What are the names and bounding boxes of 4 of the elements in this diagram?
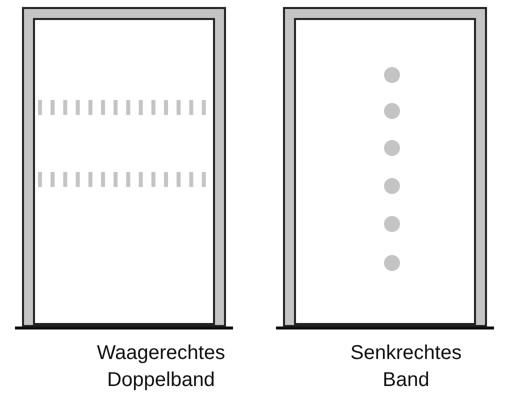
node-label: Senkrechtes Band	[349, 341, 463, 393]
node-label: Waagerechtes Doppelband	[96, 341, 226, 393]
cabinet-drawing	[15, 7, 233, 331]
cabinet-drawing	[276, 7, 494, 331]
